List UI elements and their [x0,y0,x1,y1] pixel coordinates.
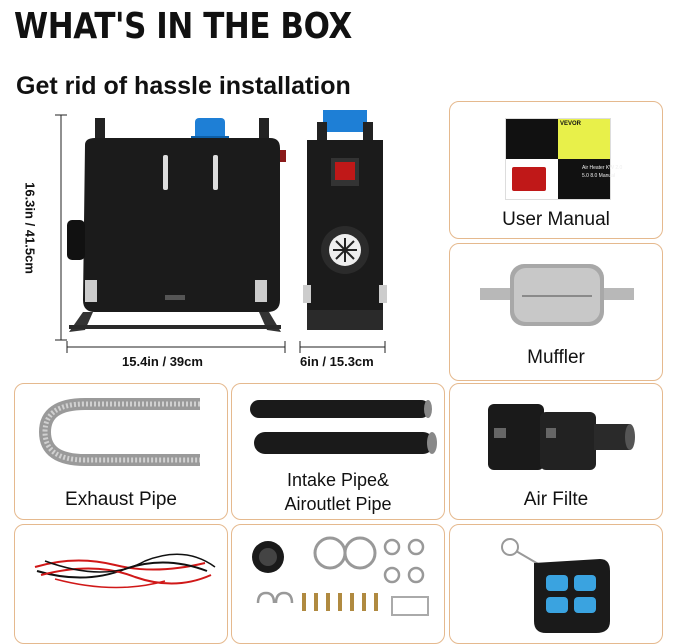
air-filter-image [488,404,635,470]
dimension-depth: 6in / 15.3cm [300,354,374,369]
item-card-fittings [231,524,445,644]
item-label-user-manual: User Manual [502,209,610,230]
dimension-height: 16.3in / 41.5cm [22,182,38,274]
exhaust-pipe-image [38,398,200,466]
wiring-harness-image [34,553,216,589]
page-subtitle: Get rid of hassle installation [16,72,351,100]
item-label-muffler: Muffler [527,347,585,368]
item-card-air-filter: Air Filte [449,383,663,520]
manual-title-line2: 5.0 8.0 Manual [582,173,616,179]
manual-brand: VEVOR [560,121,582,127]
manual-cover: VEVOR Air Heater KW 2.0 5.0 8.0 Manual [505,118,622,200]
item-card-user-manual: VEVOR Air Heater KW 2.0 5.0 8.0 Manual U… [449,101,663,239]
fittings-image [252,536,429,616]
item-card-muffler: Muffler [449,243,663,381]
item-card-remote [449,524,663,644]
heater-illustration [45,100,405,380]
page-title: WHAT'S IN THE BOX [14,6,352,47]
item-label-intake-pipe-line2: Airoutlet Pipe [284,494,392,514]
intake-pipe-image [250,400,437,454]
item-card-wiring [14,524,228,644]
muffler-image [480,264,634,326]
item-card-exhaust-pipe: Exhaust Pipe [14,383,228,520]
item-label-air-filter: Air Filte [523,489,589,510]
item-card-intake-pipe: Intake Pipe& Airoutlet Pipe [231,383,445,520]
item-label-exhaust-pipe: Exhaust Pipe [65,489,177,510]
dimension-width: 15.4in / 39cm [122,354,203,369]
item-label-intake-pipe-line1: Intake Pipe& [286,470,390,490]
manual-title-line1: Air Heater KW 2.0 [582,165,623,171]
remote-control-image [501,538,610,633]
